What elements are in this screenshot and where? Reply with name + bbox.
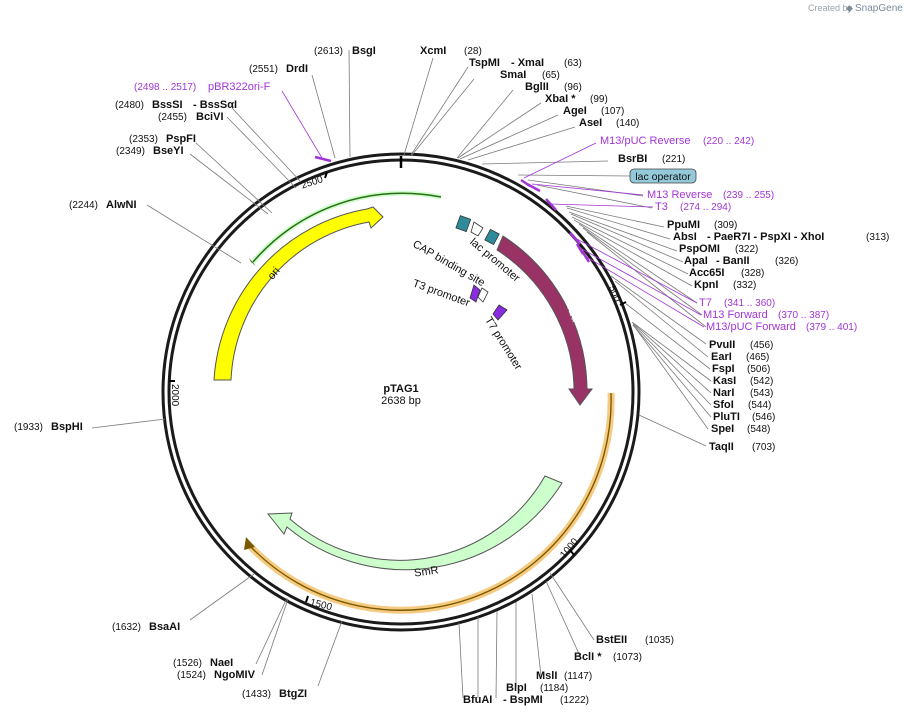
site-leader-lines: [91, 49, 712, 699]
lac-operator-box[interactable]: [484, 228, 500, 246]
primer-mark-t3: [545, 198, 557, 211]
primer-t3[interactable]: T3(274 .. 294): [655, 201, 731, 213]
credit-brand[interactable]: SnapGene: [855, 3, 903, 14]
site-msli[interactable]: MslI(1147): [536, 670, 592, 682]
site-smai[interactable]: SmaI(65): [500, 69, 560, 81]
site-bseyi[interactable]: (2349)BseYI: [116, 145, 184, 157]
site-eari[interactable]: EarI(465): [711, 351, 769, 363]
site-fspi[interactable]: FspI(506): [712, 363, 770, 375]
tick-1000: [569, 549, 575, 556]
smr-feature[interactable]: [266, 475, 563, 571]
ori-feature[interactable]: [213, 206, 384, 381]
primer-m13-forward[interactable]: M13 Forward(370 .. 387): [703, 309, 829, 321]
site-kasi[interactable]: KasI(542): [713, 375, 773, 387]
primer-pbr322ori-f[interactable]: (2498 .. 2517)pBR322ori-F: [134, 81, 271, 93]
site-bfuai[interactable]: BfuAI- BspMI(1222): [463, 694, 589, 706]
site-bcivi[interactable]: (2455)BciVI: [158, 111, 224, 123]
site-btgzi[interactable]: (1433)BtgZI: [242, 688, 307, 700]
snapgene-logo-icon: ◆: [846, 3, 853, 13]
site-bsssi[interactable]: (2480)BssSI- BssSαI: [115, 99, 237, 111]
site-pspfi[interactable]: (2353)PspFI: [129, 133, 196, 145]
lac-promoter-arrow[interactable]: [470, 221, 484, 237]
site-absi[interactable]: AbsI- PaeR7I - PspXI - XhoI(313): [673, 231, 889, 243]
plasmid-name: pTAG1: [383, 383, 418, 395]
backbone-outer-ring: [161, 152, 641, 632]
smr-cds-line: [248, 392, 612, 611]
primer-mark-m13-reverse: [526, 182, 541, 193]
site-bsteii[interactable]: BstEII(1035): [596, 634, 674, 646]
site-tspmi[interactable]: TspMI- XmaI(63): [469, 57, 582, 69]
site-xbai[interactable]: XbaI *(99): [545, 93, 608, 105]
site-ngomiv[interactable]: (1524)NgoMIV: [177, 669, 256, 681]
site-pvuii[interactable]: PvuII(456): [709, 339, 773, 351]
site-bsrbi[interactable]: BsrBI(221): [618, 153, 685, 165]
t3-promoter-label: T3 promoter: [411, 278, 472, 310]
site-bglii[interactable]: BglII(96): [525, 81, 582, 93]
site-acc65i[interactable]: Acc65I(328): [689, 267, 764, 279]
site-pluti[interactable]: PluTI(546): [713, 411, 775, 423]
tick-500: [619, 301, 627, 306]
primer-m13-reverse[interactable]: M13 Reverse(239 .. 255): [647, 189, 774, 201]
ori-outline-arrowhead: [249, 258, 256, 266]
site-taqii[interactable]: TaqII(703): [709, 441, 775, 453]
lacZa-feature[interactable]: [496, 235, 593, 406]
tick-label-2000: 2000: [169, 384, 180, 407]
site-apai[interactable]: ApaI- BanII(326): [684, 255, 798, 267]
site-ppumi[interactable]: PpuMI(309): [667, 219, 737, 231]
primer-leader-lines: [281, 90, 705, 328]
site-blpi[interactable]: BlpI(1184): [506, 682, 568, 694]
primer-mark-pbr322ori-f: [314, 155, 332, 163]
smr-cds-arrowhead: [244, 537, 255, 550]
tick-label-1500: 1500: [309, 597, 334, 613]
site-naei[interactable]: (1526)NaeI: [173, 657, 233, 669]
site-bsgi[interactable]: (2613)BsgI: [314, 45, 376, 57]
site-drdi[interactable]: (2551)DrdI: [249, 63, 308, 75]
site-nari[interactable]: NarI(543): [713, 387, 773, 399]
site-alwni[interactable]: (2244)AlwNI: [69, 199, 137, 211]
site-agei[interactable]: AgeI(107): [563, 105, 624, 117]
t3-promoter-outline[interactable]: [477, 287, 489, 303]
site-bsaai[interactable]: (1632)BsaAI: [112, 621, 180, 633]
site-pspomi[interactable]: PspOMI(322): [679, 243, 758, 255]
cap-binding-site-box[interactable]: [455, 215, 472, 233]
site-bsphi[interactable]: (1933)BspHI: [14, 421, 83, 433]
lac-operator-badge[interactable]: [629, 168, 697, 184]
primer-m13-puc-forward[interactable]: M13/pUC Forward(379 .. 401): [706, 321, 857, 333]
site-spei[interactable]: SpeI(548): [711, 423, 770, 435]
tick-2500: [324, 171, 328, 179]
primer-m13-puc-reverse[interactable]: M13/pUC Reverse(220 .. 242): [600, 135, 754, 147]
site-asei[interactable]: AseI(140): [579, 117, 639, 129]
t7-promoter-label: T7 promoter: [482, 315, 524, 372]
plasmid-size: 2638 bp: [381, 395, 421, 407]
smr-label: SmR: [413, 564, 439, 579]
site-sfoi[interactable]: SfoI(544): [713, 399, 771, 411]
site-bcli[interactable]: BclI *(1073): [574, 651, 642, 663]
t3-promoter-arrow[interactable]: [469, 284, 481, 303]
primer-t7[interactable]: T7(341 .. 360): [699, 297, 775, 309]
site-kpni[interactable]: KpnI(332): [694, 279, 756, 291]
t7-promoter-arrow[interactable]: [492, 304, 508, 321]
tick-label-2500: 2500: [300, 174, 325, 191]
smr-cds-highlight: [246, 392, 615, 614]
site-xcmi[interactable]: XcmI(28): [420, 45, 482, 57]
ori-outline-line: [252, 192, 442, 263]
primer-mark-t7: [569, 232, 581, 245]
lac-operator-label: lac operator: [635, 171, 691, 183]
credit-prefix: Created by: [808, 3, 853, 13]
tick-1500: [305, 595, 309, 603]
